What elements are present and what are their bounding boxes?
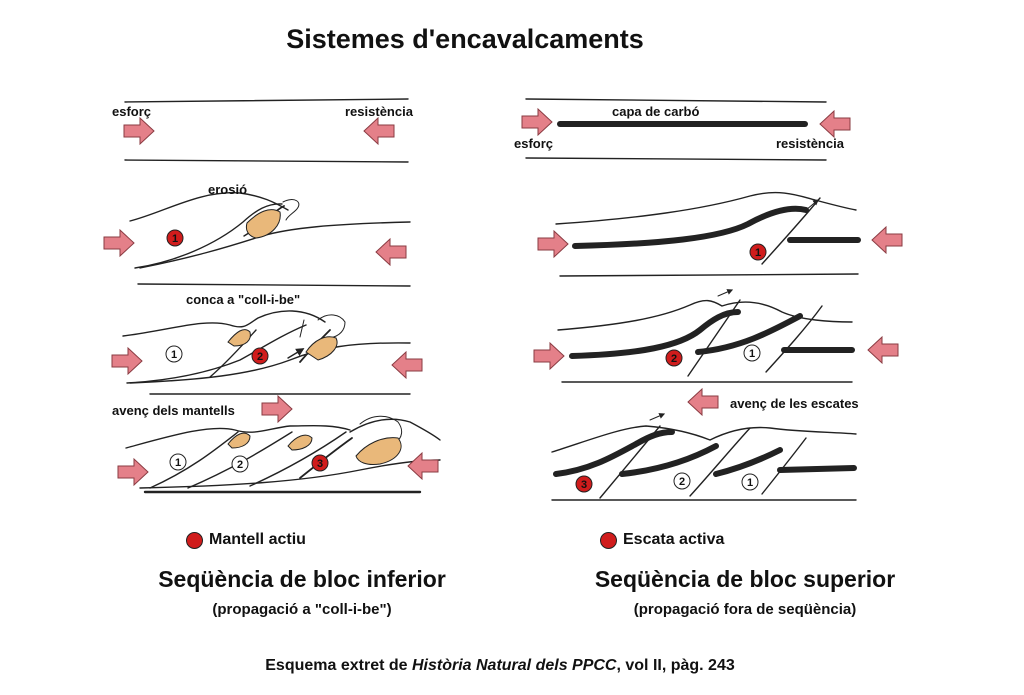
right-stage-1-stress-arrow: [537, 230, 569, 258]
right-stage-1-resistance-arrow: [871, 226, 903, 254]
page-title: Sistemes d'encavalcaments: [286, 24, 644, 54]
left-advance-label: avenç dels mantells: [112, 403, 235, 418]
left-heading: Seqüència de bloc inferior: [158, 566, 446, 592]
credit-book-title: Història Natural dels PPCC: [411, 657, 617, 674]
left-resistance-arrow: [363, 117, 395, 145]
left-stage-3-resistance-arrow: [407, 452, 439, 480]
left-stage-3-marker-active: 3: [311, 454, 329, 472]
left-stage-3-sediment-c: [355, 437, 402, 465]
left-stage-1-resistance-arrow: [375, 238, 407, 266]
left-stage-2-front-sediment: [305, 336, 338, 361]
right-stage-2-marker-active: 2: [665, 349, 683, 367]
svg-text:2: 2: [671, 353, 677, 365]
source-credit: Esquema extret de Història Natural dels …: [0, 657, 1000, 675]
right-resistance-label: resistència: [776, 136, 844, 151]
svg-text:1: 1: [749, 348, 755, 360]
left-stage-3: [125, 415, 441, 494]
svg-text:1: 1: [747, 477, 753, 489]
right-heading: Seqüència de bloc superior: [594, 566, 896, 592]
right-stage-2: [557, 289, 855, 383]
right-subheading: (propagació fora de seqüència): [633, 601, 857, 618]
credit-suffix: , vol II, pàg. 243: [616, 657, 735, 674]
right-stage-3-marker-active: 3: [575, 475, 593, 493]
left-initial-layer: [124, 98, 409, 163]
svg-text:1: 1: [172, 233, 178, 245]
credit-prefix: Esquema extret de: [265, 657, 412, 674]
left-stage-1-stress-arrow: [103, 229, 135, 257]
right-legend-label: Escata activa: [623, 531, 725, 548]
svg-text:2: 2: [257, 351, 263, 363]
left-stage-2-resistance-arrow: [391, 351, 423, 379]
left-resistance-label: resistència: [345, 104, 413, 119]
right-stage-2-marker-1: 1: [743, 344, 761, 362]
left-stage-2-stress-arrow: [111, 347, 143, 375]
active-thrust-sheet-marker: [186, 531, 203, 549]
basin-label: conca a "coll-i-be": [186, 292, 301, 307]
coal-layer-label: capa de carbó: [612, 104, 700, 119]
right-stage-3-marker-2: 2: [673, 472, 691, 490]
right-advance-label: avenç de les escates: [730, 396, 859, 411]
right-stage-2-resistance-arrow: [867, 336, 899, 364]
svg-text:1: 1: [755, 247, 761, 259]
left-stage-2-basin-sediment: [227, 329, 251, 347]
left-advance-arrow: [261, 395, 293, 423]
left-subheading: (propagació a "coll-i-be"): [212, 601, 392, 618]
right-resistance-arrow: [819, 110, 851, 138]
right-legend: Escata activa: [600, 531, 724, 549]
left-legend-label: Mantell actiu: [209, 531, 306, 548]
left-legend: Mantell actiu: [186, 531, 306, 549]
svg-text:3: 3: [581, 479, 587, 491]
right-stage-1-marker-active: 1: [749, 243, 767, 261]
left-stress-label: esforç: [112, 104, 152, 119]
left-stage-2-marker-1: 1: [165, 345, 183, 363]
left-stress-arrow: [123, 117, 155, 145]
left-stage-1-marker-active: 1: [166, 229, 184, 247]
active-slice-marker: [600, 531, 617, 549]
right-advance-arrow: [687, 388, 719, 416]
left-stage-1-sediment: [245, 209, 281, 239]
right-initial-layer: [525, 98, 827, 161]
svg-text:2: 2: [237, 459, 243, 471]
right-stage-2-stress-arrow: [533, 342, 565, 370]
left-stage-3-sediment-b: [287, 434, 313, 451]
erosion-label: erosió: [208, 182, 248, 197]
svg-text:1: 1: [175, 457, 181, 469]
svg-text:1: 1: [171, 349, 177, 361]
right-stress-arrow: [521, 108, 553, 136]
right-stage-1: [555, 191, 861, 277]
left-stage-3-marker-1: 1: [169, 453, 187, 471]
left-stage-3-marker-2: 2: [231, 455, 249, 473]
right-stress-label: esforç: [514, 136, 554, 151]
svg-text:3: 3: [317, 458, 323, 470]
right-stage-3-marker-1: 1: [741, 473, 759, 491]
svg-text:2: 2: [679, 476, 685, 488]
left-stage-3-stress-arrow: [117, 458, 149, 486]
left-stage-2-marker-active: 2: [251, 347, 269, 365]
left-stage-3-sediment-a: [227, 432, 251, 449]
right-stage-3: [551, 413, 857, 501]
